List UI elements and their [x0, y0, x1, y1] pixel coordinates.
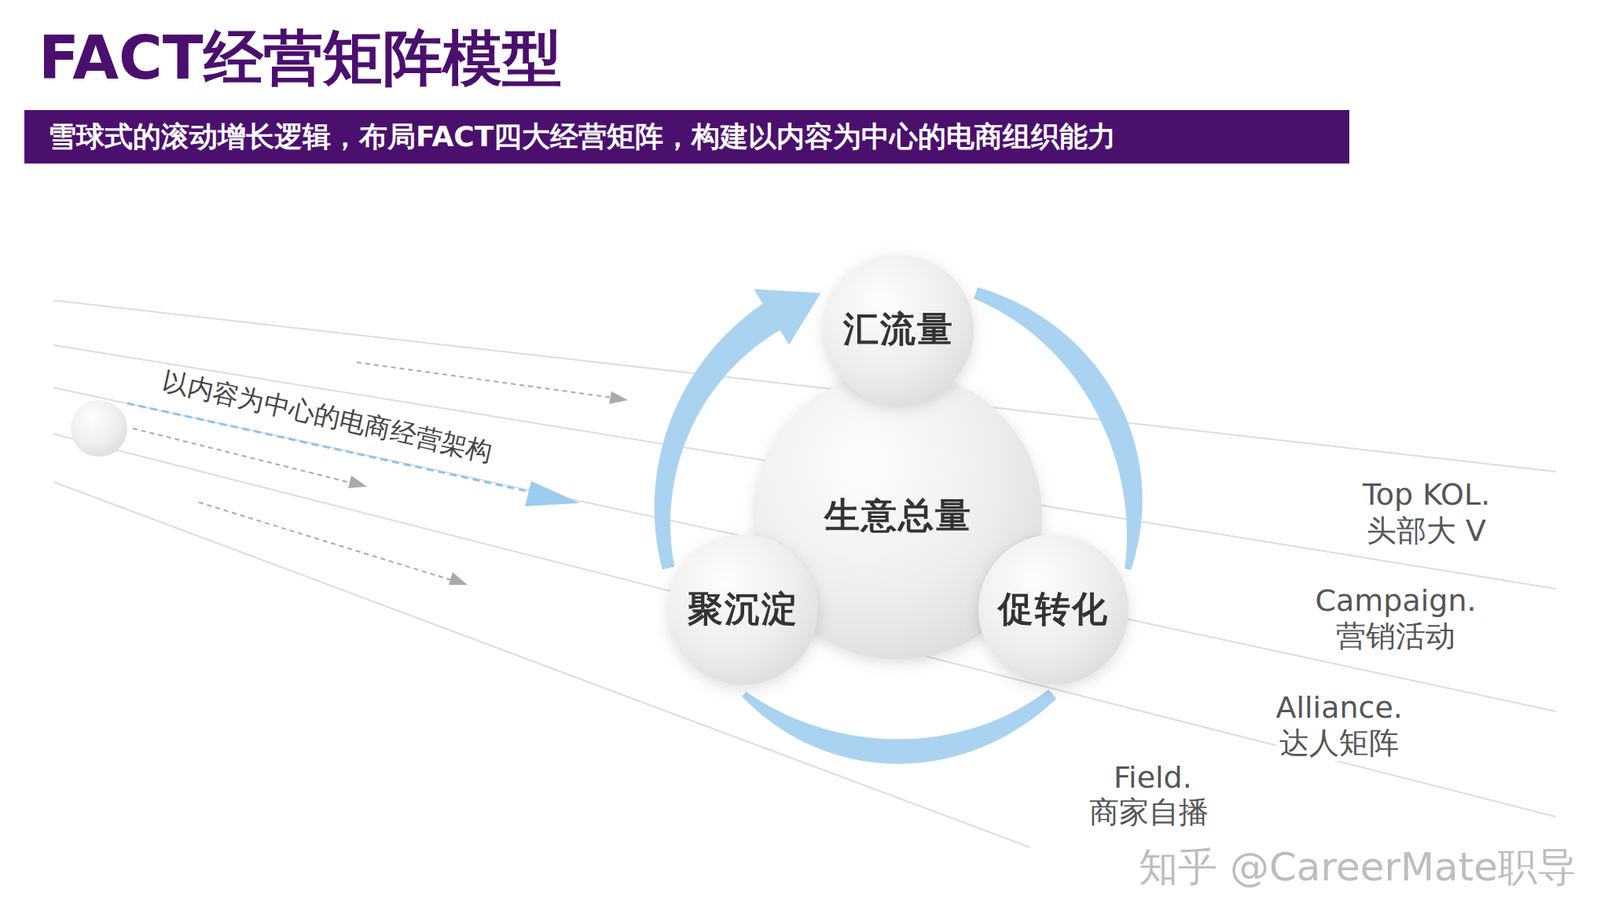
node-text: 促转化 [998, 585, 1109, 633]
matrix-label: 商家自播 [1086, 795, 1212, 830]
matrix-label: Campaign. [1312, 583, 1480, 619]
node-text: 汇流量 [843, 305, 955, 353]
matrix-label: 营销活动 [1332, 619, 1459, 654]
circle-fill [823, 254, 974, 405]
banner-band: 雪球式的滚动增长逻辑，布局FACT四大经营矩阵，构建以内容为中心的电商组织能力 [24, 110, 1350, 164]
matrix-label: Alliance. [1273, 690, 1406, 726]
architecture-label: 以内容为中心的电商经营架构 [156, 365, 499, 469]
snowball [70, 400, 128, 457]
stage-circle: 汇流量 [822, 253, 975, 406]
node-text: 生意总量 [824, 491, 973, 540]
node-text: 聚沉淀 [687, 585, 799, 633]
matrix-label: Top KOL. [1359, 477, 1494, 513]
watermark: 知乎 @CareerMate职导 [1135, 844, 1580, 891]
arrow-head [609, 391, 628, 404]
matrix-label: Field. [1110, 760, 1196, 796]
stage-circle: 聚沉淀 [667, 533, 819, 686]
arrow-head [448, 572, 468, 585]
dashed-arrow [356, 362, 613, 398]
arrow-head [348, 475, 367, 489]
circle-fill [978, 534, 1129, 685]
matrix-label: 达人矩阵 [1276, 726, 1402, 761]
page-title: FACT经营矩阵模型 [38, 18, 562, 100]
matrix-label: 头部大 V [1363, 513, 1490, 549]
cycle-arrow [741, 689, 1057, 764]
circle-fill [667, 534, 819, 685]
stage-circle: 促转化 [977, 533, 1130, 686]
dashed-arrow [198, 502, 455, 581]
dashed-arrow [132, 428, 354, 484]
node-text: 雪球式的滚动增长逻辑，布局FACT四大经营矩阵，构建以内容为中心的电商组织能力 [47, 117, 1116, 157]
arrow-head [524, 480, 580, 507]
